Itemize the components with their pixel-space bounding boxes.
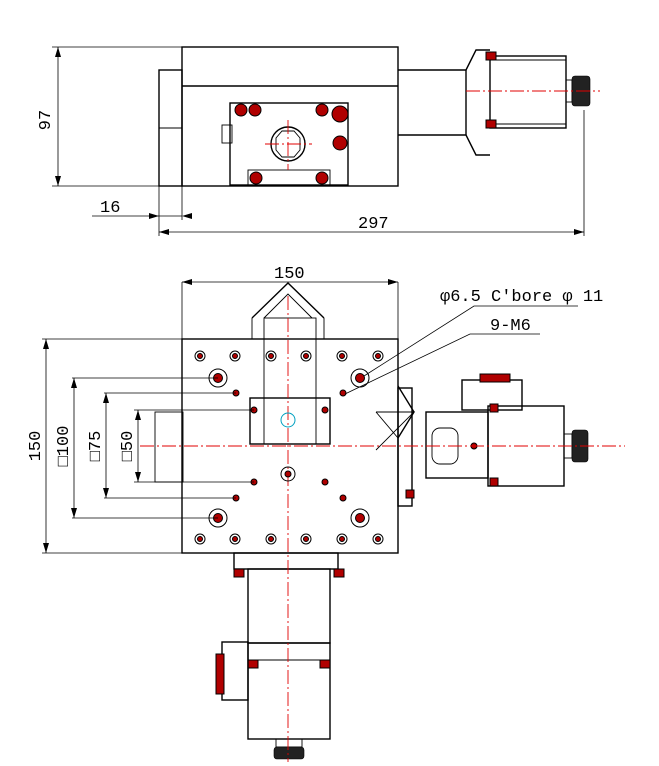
side-body <box>181 46 399 187</box>
top-knob-bottom <box>273 746 305 760</box>
carriage-block <box>229 102 349 186</box>
side-hole <box>249 171 263 185</box>
top-view: 150 150 □100 □75 □50 φ6.5 C'bore φ 11 9-… <box>27 265 625 762</box>
side-hole <box>315 103 329 117</box>
dim-150-height: 150 <box>27 431 46 462</box>
side-hole <box>234 103 248 117</box>
callout-counterbore: φ6.5 C'bore φ 11 <box>440 288 603 307</box>
side-motor <box>489 55 567 129</box>
top-motor-bottom <box>247 642 331 740</box>
side-hole <box>332 135 348 151</box>
side-hole <box>315 171 329 185</box>
dim-150-width: 150 <box>274 265 305 284</box>
tapped-holes <box>194 350 384 545</box>
side-hole <box>248 103 262 117</box>
dim-97: 97 <box>37 110 56 130</box>
dim-50: □50 <box>119 431 138 462</box>
side-hole <box>331 105 349 123</box>
dim-75: □75 <box>87 431 106 462</box>
dim-100: □100 <box>55 426 74 467</box>
side-view: 97 16 297 <box>37 46 600 236</box>
dim-297: 297 <box>358 215 389 234</box>
dim-16: 16 <box>100 199 120 218</box>
callout-tapped-holes: 9-M6 <box>490 317 531 336</box>
